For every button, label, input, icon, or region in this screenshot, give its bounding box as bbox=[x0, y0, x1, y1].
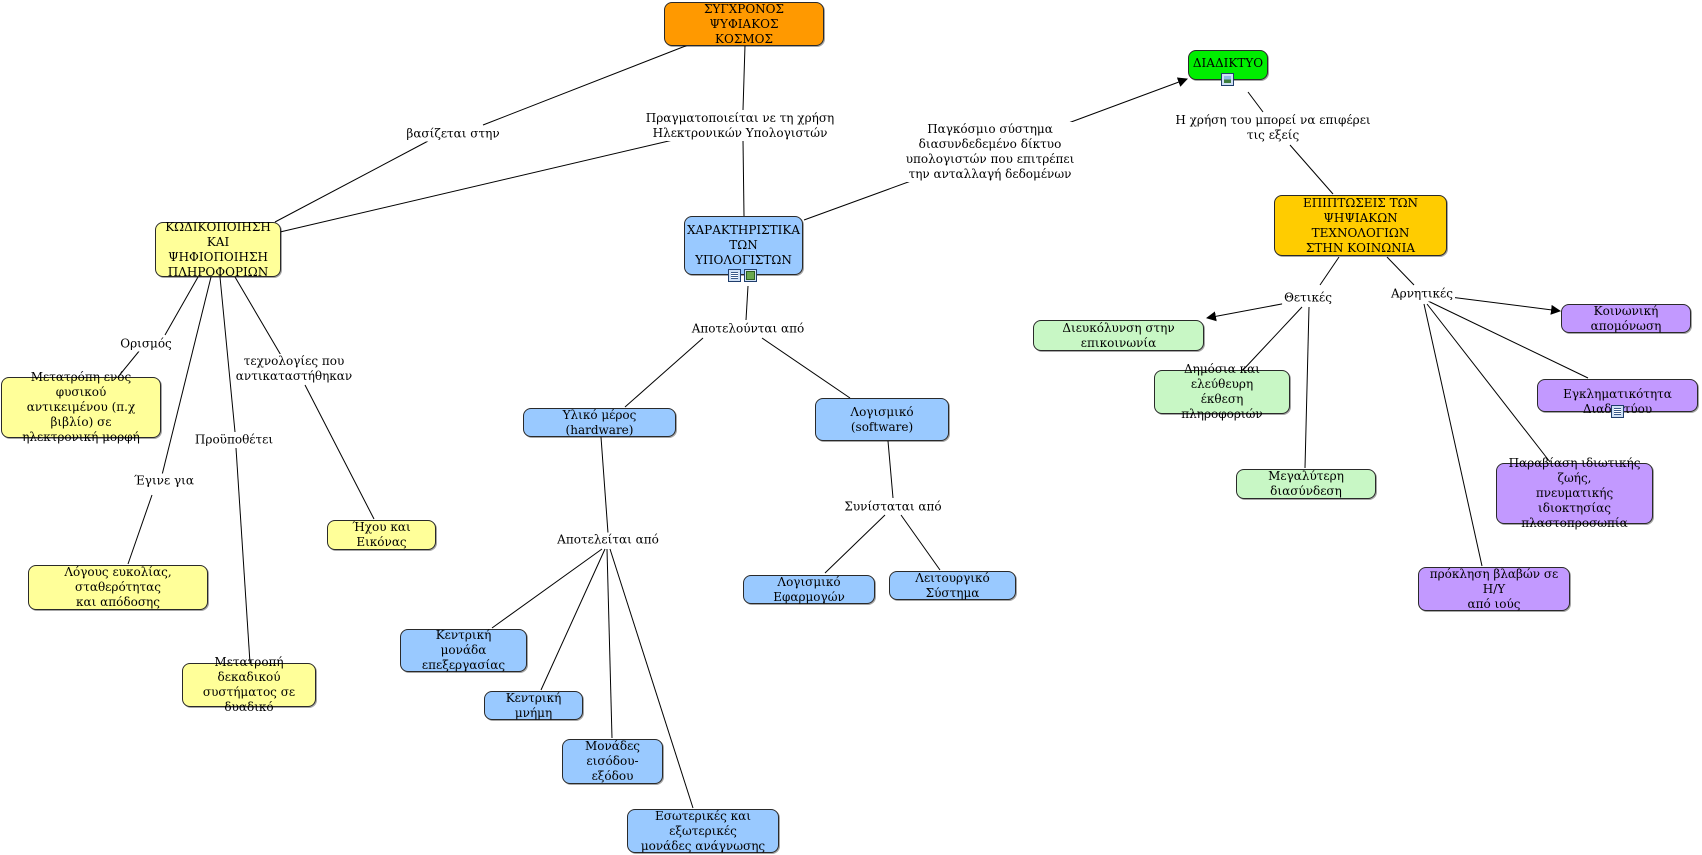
edge bbox=[1423, 303, 1483, 567]
edge bbox=[482, 44, 689, 126]
link-label-use: Η χρήση του μπορεί να επιφέρει τις εξείς bbox=[1173, 113, 1373, 143]
edge bbox=[164, 276, 199, 336]
edge bbox=[274, 139, 431, 223]
edge bbox=[235, 447, 251, 664]
node-hardware[interactable]: Υλικό μέρος (hardware) bbox=[523, 408, 676, 437]
node-storage[interactable]: Εσωτερικές και εξωτερικές μονάδες ανάγνω… bbox=[627, 809, 779, 853]
edge bbox=[279, 139, 674, 233]
node-sound-image[interactable]: Ήχου και Εικόνας bbox=[327, 520, 436, 550]
node-isolation[interactable]: Κοινωνική απομόνωση bbox=[1561, 304, 1691, 333]
edge bbox=[1426, 303, 1551, 463]
link-label-consist: Αποτελούνται από bbox=[689, 321, 807, 337]
link-label-based: βασίζεται στην bbox=[404, 126, 502, 142]
link-label-comprises: Συνίσταται από bbox=[842, 499, 944, 515]
image-attachment-icon[interactable] bbox=[1221, 73, 1234, 86]
edge bbox=[1289, 144, 1334, 195]
link-label-requires: Προϋποθέτει bbox=[192, 432, 276, 448]
edge bbox=[161, 276, 212, 476]
node-cpu[interactable]: Κεντρική μονάδα επεξεργασίας bbox=[400, 628, 527, 672]
node-virus[interactable]: πρόκληση βλαβών σε Η/Υ από ιούς bbox=[1418, 567, 1570, 611]
edge bbox=[1319, 256, 1340, 286]
document-attachment-icon[interactable] bbox=[728, 269, 741, 282]
node-features[interactable]: ΧΑΡΑΚΤΗΡΙΣΤΙΚΑ ΤΩΝ ΥΠΟΛΟΓΙΣΤΩΝ bbox=[684, 216, 803, 275]
node-apps[interactable]: Λογισμικό Εφαρμογών bbox=[743, 575, 875, 604]
node-connectivity[interactable]: Μεγαλύτερη διασύνδεση bbox=[1236, 469, 1376, 499]
node-os[interactable]: Λειτουργικό Σύστημα bbox=[889, 571, 1016, 600]
link-label-global: Παγκόσμιο σύστημα διασυνδεδεμένο δίκτυο … bbox=[903, 122, 1077, 182]
node-communication[interactable]: Διευκόλυνση στην επικοινωνία bbox=[1033, 320, 1204, 351]
edge bbox=[1247, 91, 1264, 113]
edge bbox=[304, 384, 375, 520]
link-label-consists: Αποτελείται από bbox=[555, 532, 661, 548]
edge bbox=[234, 276, 283, 358]
edge bbox=[624, 337, 704, 408]
edge bbox=[1449, 296, 1561, 315]
edge bbox=[1206, 302, 1288, 322]
edge bbox=[1062, 77, 1188, 126]
edge bbox=[900, 514, 941, 571]
node-privacy[interactable]: Παραβίαση ιδιωτικής ζωής, πνευματικής ιδ… bbox=[1496, 456, 1653, 530]
node-coding[interactable]: ΚΩΔΙΚΟΠΟΙΗΣΗ ΚΑΙ ΨΗΦΙΟΠΟΙΗΣΗ ΠΛΗΡΟΦΟΡΙΩΝ bbox=[155, 220, 281, 279]
edge bbox=[609, 548, 694, 809]
edge bbox=[742, 44, 746, 111]
edge bbox=[606, 548, 613, 739]
link-label-madefor: Έγινε για bbox=[132, 473, 196, 489]
edge bbox=[887, 440, 894, 499]
table-attachment-icon[interactable] bbox=[744, 269, 757, 282]
edge bbox=[761, 337, 851, 399]
link-label-positive: Θετικές bbox=[1282, 290, 1334, 306]
edge bbox=[1304, 306, 1310, 469]
edge bbox=[745, 285, 749, 321]
edge bbox=[824, 514, 886, 574]
edge bbox=[1427, 300, 1589, 379]
edge bbox=[117, 349, 141, 378]
node-io[interactable]: Μονάδες εισόδου- εξόδου bbox=[562, 739, 663, 784]
node-decimal[interactable]: Μετατροπή δεκαδικού συστήματος σε δυαδικ… bbox=[182, 655, 316, 714]
edge bbox=[127, 494, 153, 565]
document-attachment-icon[interactable] bbox=[1611, 405, 1624, 418]
edge bbox=[803, 176, 923, 221]
link-label-realized: Πραγματοποιείται νε τη χρήση Ηλεκτρονικώ… bbox=[643, 111, 837, 141]
edge bbox=[742, 139, 745, 217]
link-label-definition: Ορισμός bbox=[118, 336, 174, 352]
node-software[interactable]: Λογισμικό (software) bbox=[815, 398, 949, 441]
node-root[interactable]: ΣΥΓΧΡΟΝΟΣ ΨΥΦΙΑΚΟΣ ΚΟΣΜΟΣ bbox=[664, 2, 824, 46]
edge bbox=[540, 548, 606, 691]
link-label-negative: Αρνητικές bbox=[1389, 286, 1455, 302]
node-impact[interactable]: ΕΠΙΠΤΩΣΕΙΣ ΤΩΝ ΨΗΨΙΑΚΩΝ ΤΕΧΝΟΛΟΓΙΩΝ ΣΤΗΝ… bbox=[1274, 195, 1447, 256]
node-definition[interactable]: Μετατρόπη ενός φυσικού αντικειμένου (π.χ… bbox=[1, 370, 161, 444]
edge bbox=[491, 548, 603, 629]
edge bbox=[219, 276, 236, 433]
node-public-info[interactable]: Δημόσια και ελεύθευρη έκθεση πληροφοριών bbox=[1154, 362, 1290, 421]
link-label-techs: τεχνολογίες που αντικαταστήθηκαν bbox=[233, 354, 355, 384]
edge bbox=[600, 436, 609, 534]
edge bbox=[1386, 256, 1415, 286]
node-reasons[interactable]: Λόγους ευκολίας, σταθερότητας και απόδοσ… bbox=[28, 565, 208, 610]
node-memory[interactable]: Κεντρική μνήμη bbox=[484, 691, 583, 720]
edge bbox=[1242, 306, 1303, 371]
